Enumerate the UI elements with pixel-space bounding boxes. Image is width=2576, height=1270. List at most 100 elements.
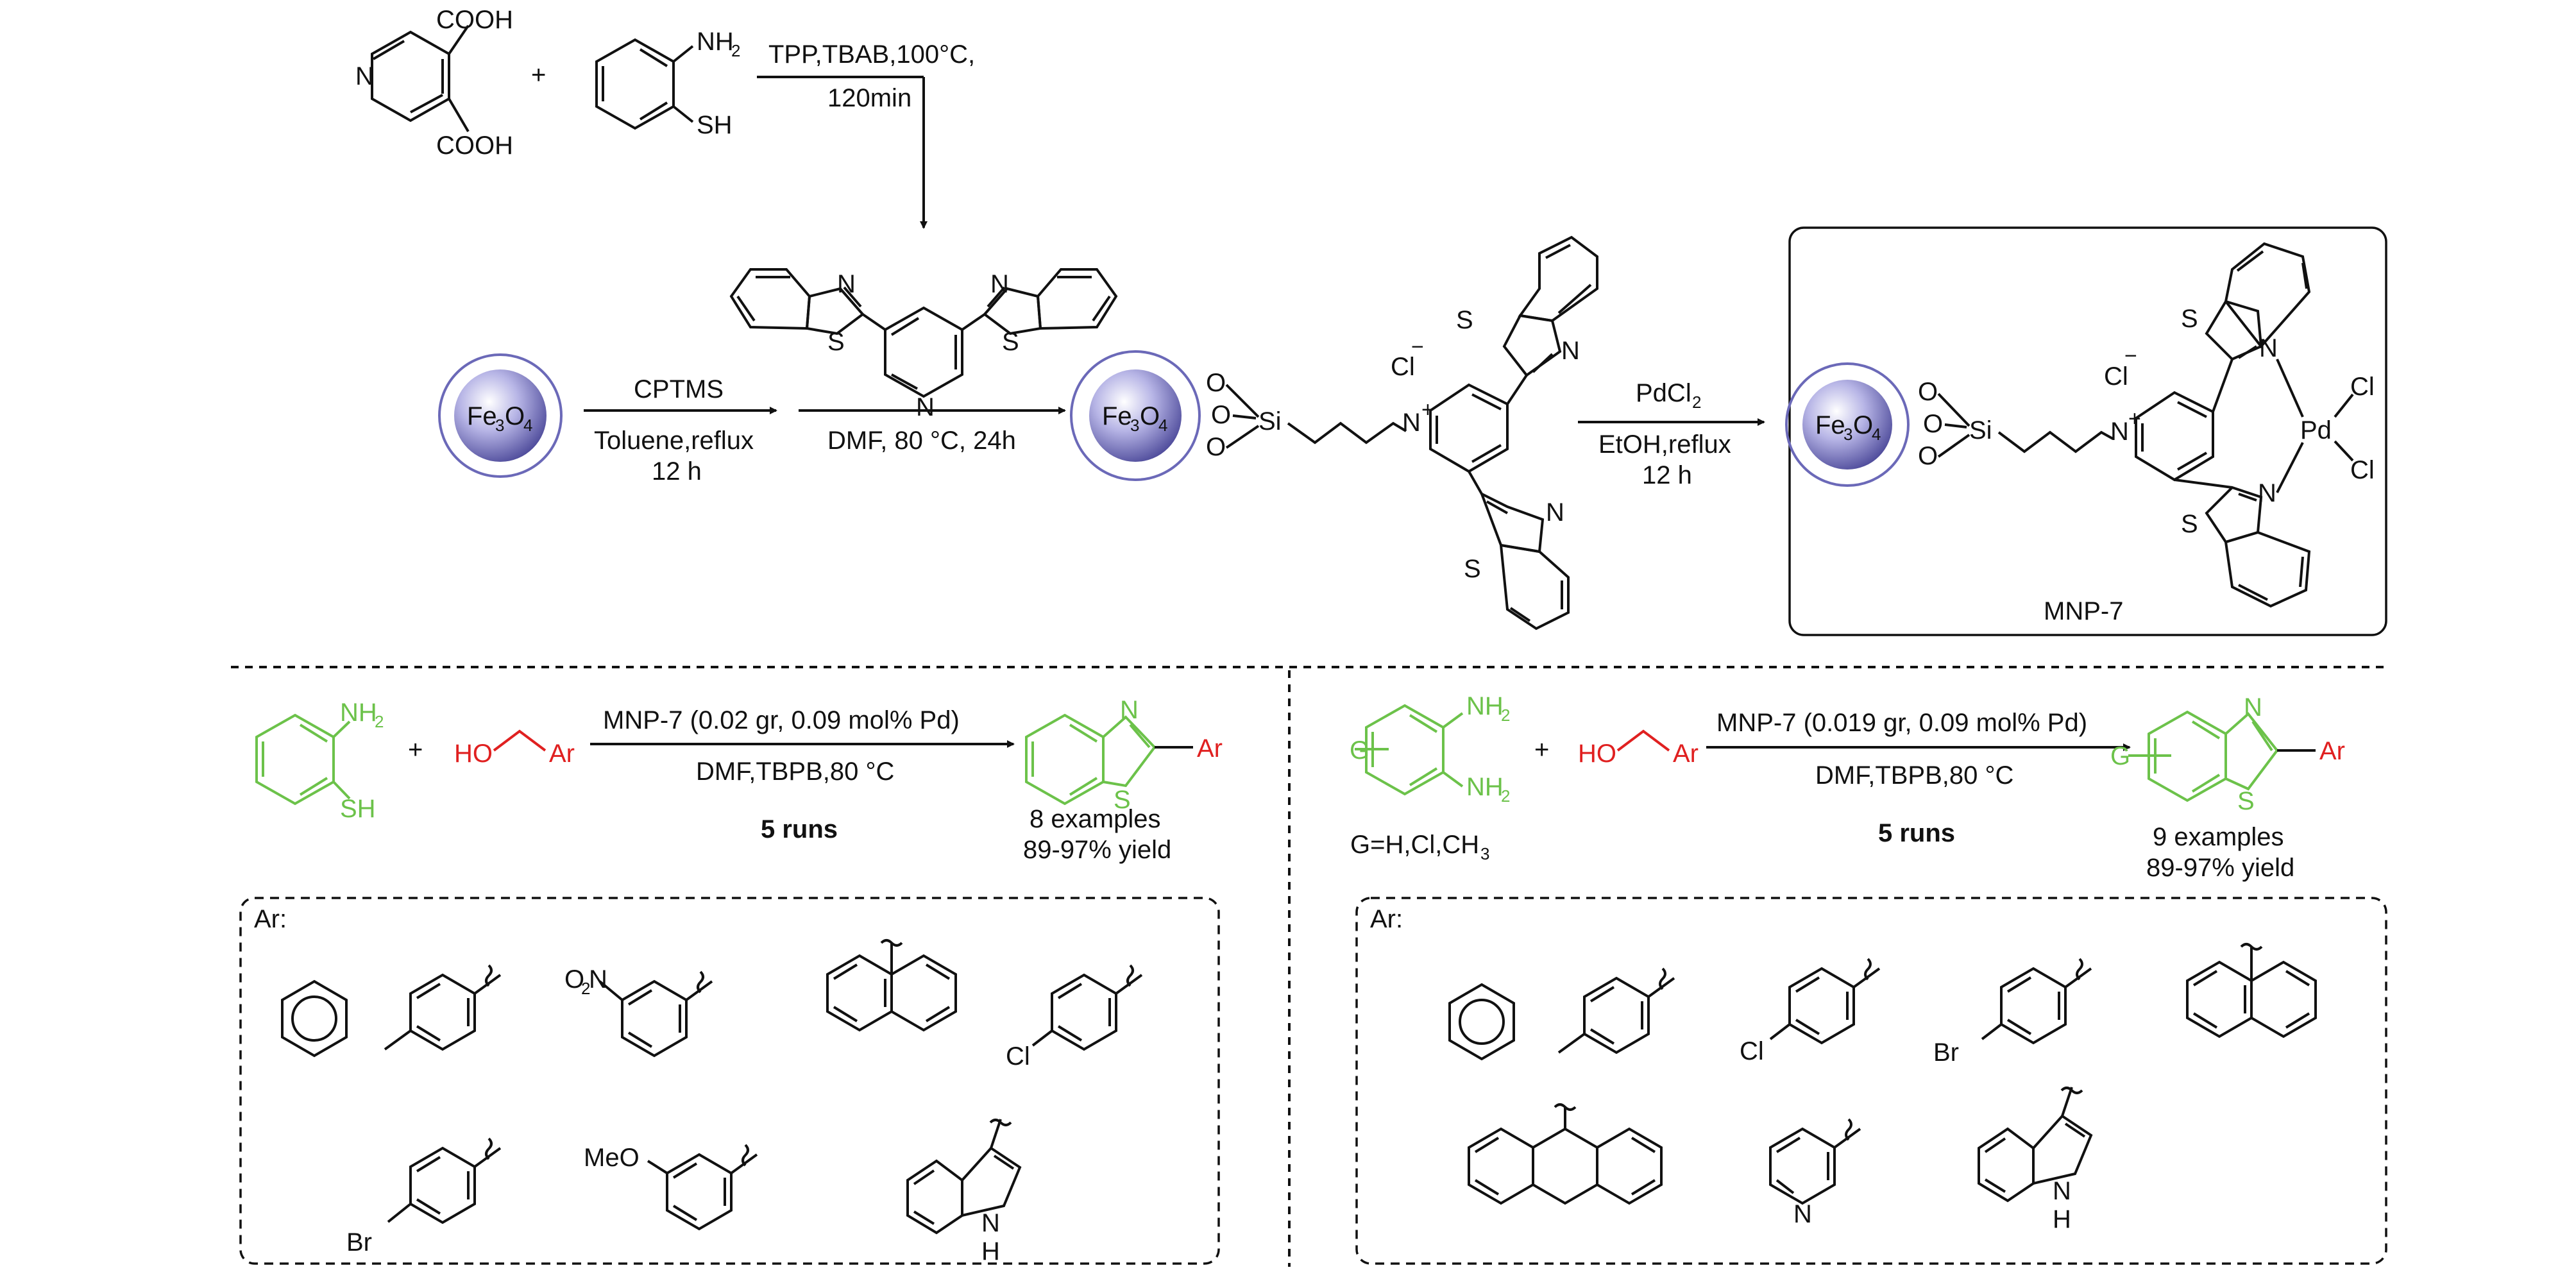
- o-label: O: [1918, 378, 1938, 406]
- step4-time: 12 h: [1642, 461, 1692, 489]
- nh2-label: NH: [697, 28, 734, 56]
- step1-condition: TPP,TBAB,100°C,: [768, 40, 975, 69]
- right-aryl-scope: Ar: Cl Br: [1355, 897, 2387, 1265]
- g-definition-subscript: 3: [1480, 844, 1489, 863]
- methoxy: MeO: [584, 1144, 640, 1172]
- step4-arrow: PdCl 2 EtOH,reflux 12 h: [1578, 379, 1765, 489]
- chloride: Cl: [1391, 353, 1415, 381]
- pyridine-n: N: [916, 393, 935, 421]
- ring-s: S: [2237, 787, 2255, 815]
- nh2-subscript: 2: [1501, 786, 1510, 806]
- sh-label: SH: [340, 795, 376, 823]
- step2-time: 12 h: [652, 457, 702, 486]
- aryl-label: Ar: [549, 740, 575, 768]
- plus-sign: +: [531, 61, 546, 89]
- thiazole-n: N: [1561, 337, 1580, 365]
- aryl-label: Ar: [1197, 734, 1223, 763]
- right-reaction: G NH 2 NH 2 + HO Ar MNP-7 (0.019 gr, 0.0…: [1350, 692, 2345, 882]
- o-label: O: [1853, 411, 1873, 439]
- thiazole-s: S: [1456, 306, 1473, 334]
- left-reaction: NH 2 SH + HO Ar MNP-7 (0.02 gr, 0.09 mol…: [255, 696, 1223, 864]
- step2-solvent: Toluene,reflux: [594, 427, 754, 455]
- cooh-label: COOH: [436, 131, 513, 160]
- step2-arrow: CPTMS Toluene,reflux 12 h: [584, 375, 777, 486]
- example-count: 8 examples: [1030, 805, 1161, 833]
- nh2-label: NH: [1466, 692, 1504, 720]
- reaction-solvent: DMF,TBPB,80 °C: [696, 758, 894, 786]
- thiazole-s: S: [1464, 555, 1481, 583]
- indole-n: N: [981, 1209, 1000, 1237]
- scope-label: Ar:: [254, 905, 287, 933]
- nitro-o: O: [564, 965, 584, 994]
- plus-sign: +: [1534, 736, 1549, 764]
- aryl-label: Ar: [2319, 737, 2345, 765]
- nh2-label: NH: [1466, 773, 1504, 801]
- sh-label: SH: [697, 111, 733, 139]
- reaction-conditions: MNP-7 (0.02 gr, 0.09 mol% Pd): [603, 706, 960, 734]
- pyridinium-n: N: [2110, 418, 2129, 446]
- step3-conditions: DMF, 80 °C, 24h: [827, 427, 1016, 455]
- step3-arrow: DMF, 80 °C, 24h: [799, 407, 1066, 455]
- si-label: Si: [1258, 407, 1282, 436]
- fe-subscript: 3: [1130, 416, 1139, 435]
- step4-reagent: PdCl: [1636, 379, 1691, 407]
- o-subscript: 4: [1872, 425, 1881, 444]
- scope-label: Ar:: [1370, 905, 1403, 933]
- nh2-label: NH: [340, 698, 377, 727]
- pyridinium-intermediate: Fe 3 O 4 O O O Si N + Cl − S N: [1070, 235, 1598, 631]
- indole-h: H: [981, 1237, 1000, 1266]
- runs-label: 5 runs: [1878, 819, 1955, 847]
- hydroxyl: HO: [1578, 740, 1616, 768]
- pyridine-dicarboxylic-acid: COOH COOH N: [355, 6, 513, 160]
- thiazole-n: N: [1120, 696, 1139, 724]
- o-label: O: [505, 402, 525, 430]
- indole-n: N: [2053, 1177, 2071, 1205]
- thiazole-n: N: [2258, 479, 2276, 507]
- reaction-conditions: MNP-7 (0.019 gr, 0.09 mol% Pd): [1716, 709, 2087, 737]
- indole-h: H: [2053, 1205, 2071, 1233]
- bromo: Br: [346, 1228, 372, 1257]
- step1-time: 120min: [827, 84, 911, 112]
- chloro: Cl: [1006, 1042, 1030, 1071]
- thiazole-n: N: [2259, 334, 2278, 362]
- g-substituent: G: [1350, 736, 1369, 765]
- thiazole-s: S: [2181, 510, 2198, 538]
- nh2-subscript: 2: [731, 41, 740, 60]
- hydroxyl: HO: [454, 740, 493, 768]
- cooh-label: COOH: [436, 6, 513, 34]
- example-count: 9 examples: [2153, 823, 2284, 851]
- aryl-label: Ar: [1673, 740, 1699, 768]
- nitro-subscript: 2: [581, 979, 590, 998]
- o-subscript: 4: [1158, 416, 1167, 435]
- fe-label: Fe: [467, 402, 497, 430]
- o-label: O: [1206, 433, 1226, 461]
- catalyst-label: MNP-7: [2044, 597, 2123, 625]
- fe-label: Fe: [1102, 402, 1132, 430]
- negative-charge: −: [2124, 344, 2137, 368]
- chloro: Cl: [1740, 1037, 1764, 1065]
- palladium: Pd: [2300, 416, 2332, 444]
- step4-subscript: 2: [1692, 393, 1701, 412]
- fe-subscript: 3: [1843, 425, 1852, 444]
- nh2-subscript: 2: [375, 712, 384, 731]
- thiazole-n: N: [990, 270, 1009, 298]
- pd-chloride: Cl: [2350, 373, 2375, 401]
- chloride: Cl: [2104, 362, 2128, 391]
- g-substituent: G: [2110, 742, 2130, 770]
- yield-range: 89-97% yield: [1023, 836, 1171, 864]
- fe-label: Fe: [1815, 411, 1845, 439]
- negative-charge: −: [1411, 335, 1424, 359]
- positive-charge: +: [2128, 407, 2141, 431]
- g-definition: G=H,Cl,CH: [1350, 831, 1479, 859]
- mnp7-catalyst: Fe 3 O 4 O O O Si N + Cl − S N: [1785, 226, 2387, 636]
- si-label: Si: [1969, 416, 1992, 444]
- fe-subscript: 3: [495, 416, 504, 435]
- nitro-n: N: [589, 965, 607, 994]
- left-aryl-scope: Ar: O 2 N: [239, 897, 1220, 1266]
- o-label: O: [1206, 369, 1226, 397]
- pyridinium-n: N: [1402, 409, 1421, 437]
- thiazole-s: S: [1114, 786, 1131, 814]
- yield-range: 89-97% yield: [2146, 854, 2294, 882]
- thiazole-n: N: [1546, 498, 1564, 527]
